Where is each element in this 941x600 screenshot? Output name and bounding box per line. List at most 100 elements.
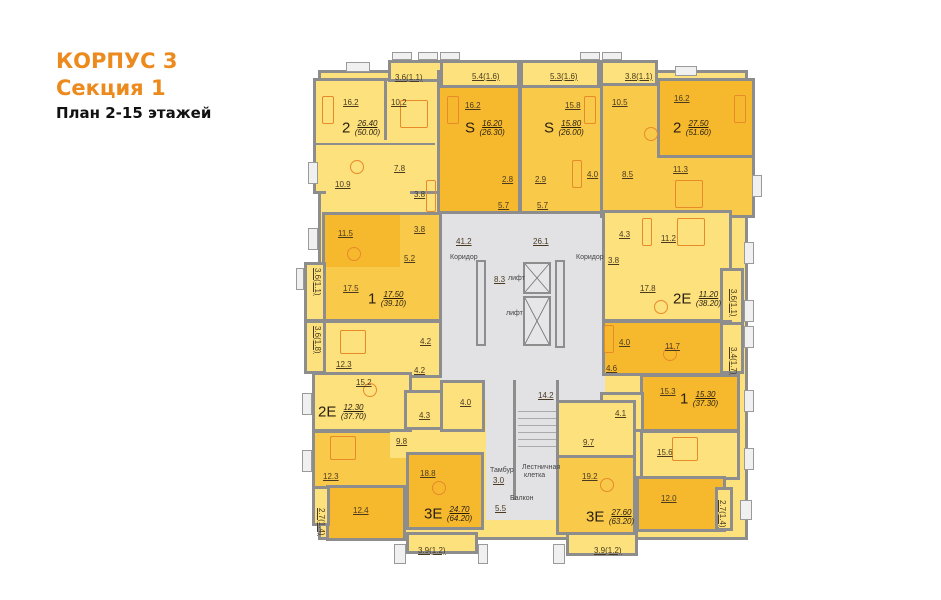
balcony-area: 5.5 [495, 504, 507, 513]
lift-cross-icon [524, 297, 550, 345]
room-area: 3.9(1.2) [594, 546, 622, 555]
window [602, 52, 622, 60]
apartment-label-right-2e: 2E 11.20(38.20) [673, 290, 722, 308]
room-area: 12.4 [353, 506, 369, 515]
building-title: КОРПУС 3 [56, 49, 178, 73]
lift-label: лифт [506, 310, 523, 317]
window [346, 62, 370, 72]
room-area: 3.8(1.1) [625, 72, 653, 81]
vestibule-area: 3.0 [493, 476, 505, 485]
vestibule-label: Тамбур [490, 467, 514, 474]
window [744, 326, 754, 348]
bed-icon [672, 437, 698, 461]
room-area: 4.6 [606, 364, 618, 373]
window [744, 300, 754, 322]
room-area: 11.2 [661, 234, 676, 243]
window [580, 52, 600, 60]
bathtub-icon [426, 180, 436, 212]
bathtub-icon [642, 218, 652, 246]
room-area: 10.9 [335, 180, 351, 189]
room-area: 11.7 [665, 342, 680, 351]
room-area: 4.0 [587, 170, 599, 179]
bl-balcony2 [312, 486, 330, 526]
lift-1 [523, 262, 551, 294]
central-corridor [440, 190, 605, 400]
room-area: 7.8 [394, 164, 406, 173]
stair-area: 14.2 [538, 391, 554, 400]
l2e-bath [404, 390, 444, 430]
room-area: 11.5 [338, 229, 353, 238]
apartment-label-studio-right: S 15.80(26.00) [544, 119, 584, 137]
room-area: 2.7(1.4) [718, 500, 727, 528]
window [675, 66, 697, 76]
lift-2 [523, 296, 551, 346]
br-bedroom1 [640, 430, 740, 480]
room-area: 3.6(1.1) [729, 289, 738, 317]
room-area: 15.3 [660, 387, 676, 396]
apartment-label-studio-left: S 16.20(26.30) [465, 119, 505, 137]
room-area: 4.3 [419, 411, 431, 420]
room-area: 5.2 [404, 254, 416, 263]
corridor-left-label: Коридор [450, 254, 478, 261]
window [752, 175, 762, 197]
window [744, 390, 754, 412]
room-area: 5.7 [537, 201, 549, 210]
dining-table-icon [432, 481, 446, 495]
lift-shaft-wall-right [555, 260, 565, 348]
room-area: 16.2 [343, 98, 359, 107]
tl-kitchen-area [326, 158, 410, 196]
room-area: 10.2 [391, 98, 407, 107]
window [392, 52, 412, 60]
room-area: 16.2 [465, 101, 481, 110]
sofa-icon [734, 95, 746, 123]
sl-balcony [440, 60, 520, 88]
window [394, 544, 406, 564]
room-area: 2.8 [502, 175, 514, 184]
room-area: 19.2 [582, 472, 598, 481]
window [418, 52, 438, 60]
bl-balcony [406, 532, 478, 554]
bed-icon [677, 218, 705, 246]
stair-wall [513, 380, 516, 500]
room-area: 12.3 [336, 360, 352, 369]
room-area: 17.5 [343, 284, 359, 293]
room-area: 9.8 [396, 437, 408, 446]
dining-table-icon [350, 160, 364, 174]
apartment-label-left-1: 1 17.50(39.10) [368, 290, 407, 308]
sofa-icon [447, 96, 459, 124]
room-area: 3.8 [414, 190, 426, 199]
apartment-label-left-2e: 2E 12.30(37.70) [318, 403, 367, 421]
room-area: 17.8 [640, 284, 656, 293]
inner-wall [315, 143, 435, 145]
section-title: Секция 1 [56, 76, 166, 100]
lift-hall-area: 8.3 [494, 275, 506, 284]
balcony-label: Балкон [510, 495, 534, 502]
dining-table-icon [600, 478, 614, 492]
dining-table-icon [663, 347, 677, 361]
sofa-icon [322, 96, 334, 124]
room-area: 8.5 [622, 170, 634, 179]
room-area: 4.0 [619, 338, 631, 347]
room-area: 12.0 [661, 494, 677, 503]
room-area: 4.2 [414, 366, 426, 375]
tr-living [657, 78, 755, 158]
room-area: 3.6(1.1) [313, 268, 322, 296]
room-area: 3.9(1.2) [418, 546, 446, 555]
apartment-label-top-right: 2 27.50(51.60) [673, 119, 712, 137]
dining-table-icon [363, 383, 377, 397]
room-area: 15.2 [356, 378, 372, 387]
room-area: 4.3 [619, 230, 631, 239]
room-area: 9.7 [583, 438, 595, 447]
corridor-left-area: 41.2 [456, 237, 472, 246]
window [478, 544, 488, 564]
window [302, 393, 312, 415]
room-area: 4.1 [615, 409, 627, 418]
apartment-label-bottom-right-3e: 3E 27.60(63.20) [586, 508, 635, 526]
window [440, 52, 460, 60]
apartment-bottom-right-3e [556, 455, 636, 535]
tr-balcony [600, 60, 658, 86]
window [553, 544, 565, 564]
window [744, 242, 754, 264]
bed-icon [400, 100, 428, 128]
sr-balcony [520, 60, 600, 88]
